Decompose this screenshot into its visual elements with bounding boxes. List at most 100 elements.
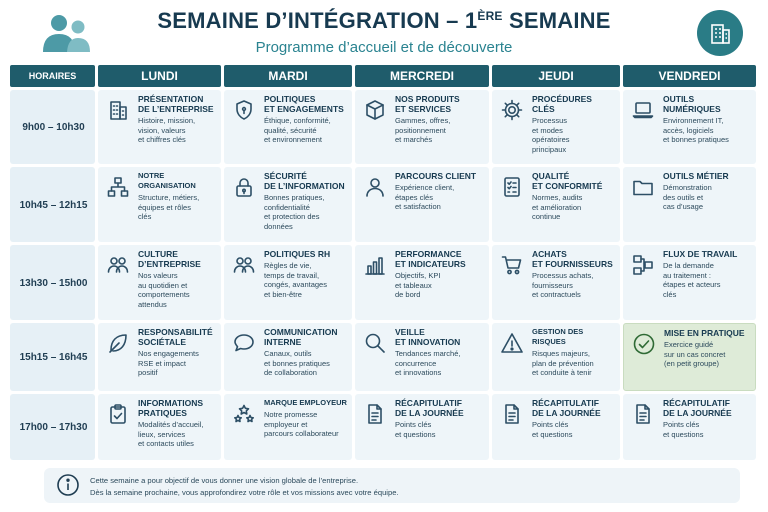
warning-icon xyxy=(498,329,526,357)
document-icon xyxy=(629,400,657,428)
session-text: Qualité et conformitéNormes, audits et a… xyxy=(532,171,616,222)
footer-line-1: Cette semaine a pour objectif de vous do… xyxy=(90,476,359,485)
session-card: Achats et fournisseursProcessus achats, … xyxy=(492,245,620,320)
column-header-3: MERCREDI xyxy=(355,65,489,87)
table-row: 17h00 – 17h30Informations pratiquesModal… xyxy=(10,394,756,460)
table-row: 13h30 – 15h00Culture d’entrepriseNos val… xyxy=(10,245,756,320)
session-title: Veille et innovation xyxy=(395,327,461,347)
session-card: Outils métierDémonstration des outils et… xyxy=(623,167,756,242)
column-header-0: HORAIRES xyxy=(10,65,95,87)
time-slot: 9h00 – 10h30 xyxy=(10,90,95,164)
session-title: Mise en pratique xyxy=(664,328,745,338)
session-card: Mise en pratiqueExercice guidé sur un ca… xyxy=(623,323,756,391)
box-icon xyxy=(361,96,389,124)
session-description: Modalités d’accueil, lieux, services et … xyxy=(138,420,204,449)
session-card: Informations pratiquesModalités d’accuei… xyxy=(98,394,221,460)
session-title: Politiques et engagements xyxy=(264,94,344,114)
session-title: Parcours client xyxy=(395,171,477,181)
clipboard-icon xyxy=(104,400,132,428)
session-description: Éthique, conformité, qualité, sécurité e… xyxy=(264,116,331,145)
session-card: Récapitulatif de la journéePoints clés e… xyxy=(623,394,756,460)
session-title: Récapitulatif de la journée xyxy=(532,398,601,418)
session-text: Politiques et engagementsÉthique, confor… xyxy=(264,94,348,145)
shield-icon xyxy=(230,96,258,124)
page-title: SEMAINE D’INTÉGRATION – 1ÈRE SEMAINE xyxy=(157,8,611,33)
column-header-4: JEUDI xyxy=(492,65,620,87)
building-badge xyxy=(697,10,743,56)
page-subtitle: Programme d’accueil et de découverte xyxy=(255,39,513,56)
column-header-2: MARDI xyxy=(224,65,352,87)
session-card: Culture d’entrepriseNos valeurs au quoti… xyxy=(98,245,221,320)
session-text: Récapitulatif de la journéePoints clés e… xyxy=(663,398,752,439)
session-description: Règles de vie, temps de travail, congés,… xyxy=(264,261,327,299)
session-title: Achats et fournisseurs xyxy=(532,249,613,269)
session-text: Performance et indicateursObjectifs, KPI… xyxy=(395,249,485,300)
session-card: Flux de travailDe la demande au traiteme… xyxy=(623,245,756,320)
column-header-1: LUNDI xyxy=(98,65,221,87)
session-title: Gestion des risques xyxy=(532,327,584,346)
time-slot: 13h30 – 15h00 xyxy=(10,245,95,320)
session-text: Notre organisationStructure, métiers, éq… xyxy=(138,171,217,222)
session-text: Responsabilité sociétaleNos engagements … xyxy=(138,327,217,378)
session-description: Nos engagements RSE et impact positif xyxy=(138,349,199,378)
session-card: Responsabilité sociétaleNos engagements … xyxy=(98,323,221,391)
cart-icon xyxy=(498,251,526,279)
session-card: Performance et indicateursObjectifs, KPI… xyxy=(355,245,489,320)
lock-icon xyxy=(230,173,258,201)
document-icon xyxy=(361,400,389,428)
session-card: Présentation de l’entrepriseHistoire, mi… xyxy=(98,90,221,164)
session-title: Responsabilité sociétale xyxy=(138,327,213,347)
session-description: Environnement IT, accès, logiciels et bo… xyxy=(663,116,729,145)
session-text: Récapitulatif de la journéePoints clés e… xyxy=(395,398,485,439)
session-title: Culture d’entreprise xyxy=(138,249,201,269)
session-text: Marque employeurNotre promesse employeur… xyxy=(264,398,348,439)
session-description: Points clés et questions xyxy=(395,420,436,439)
session-text: Outils numériquesEnvironnement IT, accès… xyxy=(663,94,752,145)
table-row: 15h15 – 16h45 Responsabilité sociétaleNos… xyxy=(10,323,756,391)
session-description: Structure, métiers, équipes et rôles clé… xyxy=(138,193,200,222)
column-header-5: VENDREDI xyxy=(623,65,756,87)
session-description: Exercice guidé sur un cas concret (en pe… xyxy=(664,340,726,369)
session-card: Procédures clésProcessus et modes opérat… xyxy=(492,90,620,164)
header: SEMAINE D’INTÉGRATION – 1ÈRE SEMAINE Pro… xyxy=(0,0,768,62)
session-card: Gestion des risquesRisques majeurs, plan… xyxy=(492,323,620,391)
gear-icon xyxy=(498,96,526,124)
session-description: Points clés et questions xyxy=(663,420,704,439)
session-description: Canaux, outils et bonnes pratiques de co… xyxy=(264,349,330,378)
session-card: Nos produits et servicesGammes, offres, … xyxy=(355,90,489,164)
footer-line-2: Dès la semaine prochaine, vous approfond… xyxy=(90,488,399,497)
session-title: Présentation de l’entreprise xyxy=(138,94,214,114)
session-title: Flux de travail xyxy=(663,249,738,259)
session-title: Nos produits et services xyxy=(395,94,460,114)
office-building-icon xyxy=(711,24,730,44)
session-description: Histoire, mission, vision, valeurs et ch… xyxy=(138,116,196,145)
session-text: Nos produits et servicesGammes, offres, … xyxy=(395,94,485,145)
session-title: Récapitulatif de la journée xyxy=(395,398,464,418)
laptop-icon xyxy=(629,96,657,124)
time-slot: 15h15 – 16h45 xyxy=(10,323,95,391)
session-description: Notre promesse employeur et parcours col… xyxy=(264,410,339,439)
folder-icon xyxy=(629,173,657,201)
session-title: Communication interne xyxy=(264,327,338,347)
session-card: Veille et innovationTendances marché, co… xyxy=(355,323,489,391)
leaf-icon xyxy=(104,329,132,357)
info-icon xyxy=(57,474,79,496)
session-text: Présentation de l’entrepriseHistoire, mi… xyxy=(138,94,217,145)
session-title: Qualité et conformité xyxy=(532,171,603,191)
time-slot: 10h45 – 12h15 xyxy=(10,167,95,242)
session-text: Outils métierDémonstration des outils et… xyxy=(663,171,752,212)
people-icon xyxy=(43,15,90,52)
session-text: Mise en pratiqueExercice guidé sur un ca… xyxy=(664,328,751,369)
session-title: Outils métier xyxy=(663,171,729,181)
bar-chart-icon xyxy=(361,251,389,279)
session-text: Veille et innovationTendances marché, co… xyxy=(395,327,485,378)
session-title: Procédures clés xyxy=(532,94,592,114)
stars-icon xyxy=(230,400,258,428)
session-card: Politiques et engagementsÉthique, confor… xyxy=(224,90,352,164)
session-text: Informations pratiquesModalités d’accuei… xyxy=(138,398,217,449)
session-description: Démonstration des outils et cas d’usage xyxy=(663,183,712,212)
org-chart-icon xyxy=(104,173,132,201)
search-icon xyxy=(361,329,389,357)
